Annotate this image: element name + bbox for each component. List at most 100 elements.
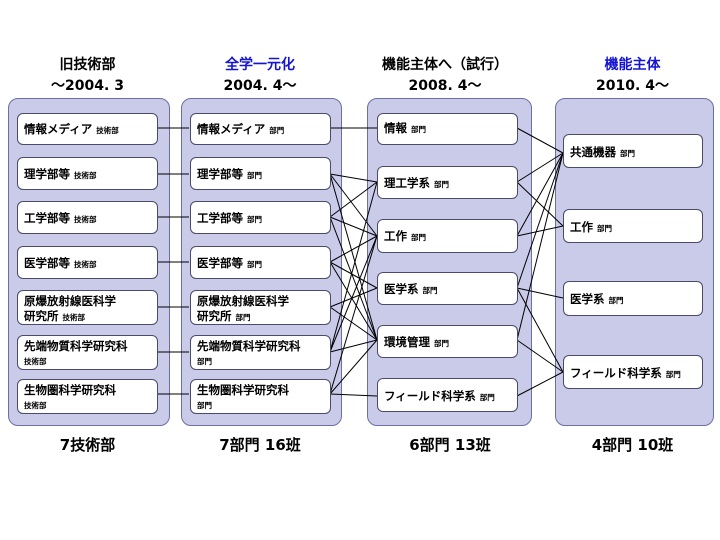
- box-old-science: 理学部等 技術部: [17, 157, 158, 190]
- connector-line: [329, 216, 378, 341]
- box-unified-radiation: 原爆放射線医科学 研究所 部門: [190, 290, 331, 325]
- box-trial-medicine: 医学系 部門: [377, 272, 518, 305]
- box-old-biosphere: 生物圏科学研究科 技術部: [17, 379, 158, 414]
- connector-line: [516, 152, 564, 237]
- footer-unified: 7部門 16班: [219, 436, 301, 454]
- column-header-trial: 機能主体へ（試行） 2008. 4〜: [355, 55, 535, 97]
- box-unified-medicine: 医学部等 部門: [190, 246, 331, 279]
- box-label: 理学部等: [197, 167, 243, 181]
- box-unified-science: 理学部等 部門: [190, 157, 331, 190]
- connector-line: [329, 393, 378, 397]
- box-function-medicine: 医学系 部門: [563, 281, 703, 316]
- connector-line: [516, 287, 564, 373]
- box-old-info-media: 情報メディア 技術部: [17, 113, 158, 145]
- box-old-medicine: 医学部等 技術部: [17, 246, 158, 279]
- box-suffix: 部門: [434, 339, 450, 348]
- box-suffix: 部門: [597, 224, 613, 233]
- box-suffix: 技術部: [74, 171, 97, 180]
- box-label: 工学部等: [24, 211, 70, 225]
- box-function-shared-equipment: 共通機器 部門: [563, 134, 703, 168]
- connector-line: [516, 152, 564, 289]
- connector-line: [516, 152, 564, 341]
- box-trial-field-science: フィールド科学系 部門: [377, 378, 518, 412]
- box-suffix: 部門: [411, 233, 427, 242]
- box-unified-advanced-sciences: 先端物質科学研究科 部門: [190, 335, 331, 370]
- box-suffix: 部門: [422, 286, 438, 295]
- box-function-field-science: フィールド科学系 部門: [563, 355, 703, 389]
- box-old-engineering: 工学部等 技術部: [17, 201, 158, 234]
- box-suffix: 部門: [247, 171, 263, 180]
- connector-line: [329, 173, 378, 341]
- box-suffix: 部門: [411, 125, 427, 134]
- connector-line: [329, 235, 378, 263]
- connector-line: [329, 173, 378, 183]
- box-unified-biosphere: 生物圏科学研究科 部門: [190, 379, 331, 414]
- footer-old: 7技術部: [59, 436, 116, 454]
- connector-line: [516, 339, 564, 373]
- box-trial-environment: 環境管理 部門: [377, 325, 518, 358]
- box-label: フィールド科学系: [384, 389, 476, 403]
- box-label: 環境管理: [384, 335, 430, 349]
- box-suffix: 技術部: [24, 401, 47, 410]
- box-label-2: 研究所: [197, 309, 232, 323]
- connector-line: [516, 287, 564, 299]
- column-title: 機能主体: [604, 57, 661, 73]
- box-label: 原爆放射線医科学: [24, 294, 116, 308]
- box-suffix: 部門: [197, 401, 212, 410]
- box-old-radiation: 原爆放射線医科学 研究所 技術部: [17, 290, 158, 325]
- box-label: 生物圏科学研究科: [24, 383, 116, 397]
- connector-line: [329, 173, 378, 237]
- column-header-function: 機能主体 2010. 4〜: [560, 55, 705, 97]
- box-label: 工作: [384, 229, 407, 243]
- connector-line: [329, 339, 378, 395]
- panel-trial: [367, 98, 532, 426]
- box-suffix: 部門: [620, 149, 636, 158]
- footer-function: 4部門 10班: [591, 436, 674, 454]
- box-trial-science-engineering: 理工学系 部門: [377, 166, 518, 199]
- connector-line: [329, 261, 378, 341]
- box-label: 情報メディア: [197, 122, 266, 136]
- box-label: 先端物質科学研究科: [197, 339, 301, 353]
- connector-line: [516, 181, 564, 227]
- box-suffix: 技術部: [62, 313, 86, 322]
- box-unified-engineering: 工学部等 部門: [190, 201, 331, 234]
- box-label: 工学部等: [197, 211, 243, 225]
- connector-line: [516, 152, 564, 183]
- column-date: 2004. 4〜: [223, 78, 297, 94]
- box-suffix: 部門: [479, 393, 495, 402]
- connector-line: [329, 216, 378, 237]
- column-header-unified: 全学一元化 2004. 4〜: [185, 55, 335, 97]
- box-trial-workshop: 工作 部門: [377, 219, 518, 253]
- box-old-advanced-sciences: 先端物質科学研究科 技術部: [17, 335, 158, 370]
- connector-line: [329, 261, 378, 289]
- box-suffix: 部門: [247, 215, 263, 224]
- box-label: 情報: [384, 121, 407, 135]
- column-date: 〜2004. 3: [51, 78, 124, 94]
- box-label: 共通機器: [570, 145, 616, 159]
- box-label: 理工学系: [384, 176, 430, 190]
- connector-line: [329, 181, 378, 218]
- box-label: 工作: [570, 220, 593, 234]
- box-label: 医学系: [570, 292, 605, 306]
- box-suffix: 部門: [247, 260, 263, 269]
- box-label: 生物圏科学研究科: [197, 383, 289, 397]
- box-label: 医学部等: [24, 256, 70, 270]
- box-suffix: 部門: [197, 357, 212, 366]
- box-trial-info: 情報 部門: [377, 113, 518, 145]
- column-date: 2010. 4〜: [596, 78, 669, 94]
- box-suffix: 技術部: [24, 357, 47, 366]
- connector-line: [329, 339, 378, 353]
- box-suffix: 部門: [665, 370, 681, 379]
- box-label-2: 研究所: [24, 309, 59, 323]
- connector-line: [516, 225, 564, 237]
- footer-trial: 6部門 13班: [409, 436, 491, 454]
- box-label: 先端物質科学研究科: [24, 339, 128, 353]
- connector-line: [329, 287, 378, 308]
- box-function-workshop: 工作 部門: [563, 209, 703, 243]
- connector-line: [329, 306, 378, 341]
- box-suffix: 部門: [235, 313, 251, 322]
- box-label: 医学部等: [197, 256, 243, 270]
- box-suffix: 技術部: [74, 215, 97, 224]
- connector-line: [516, 127, 564, 154]
- box-suffix: 部門: [434, 180, 450, 189]
